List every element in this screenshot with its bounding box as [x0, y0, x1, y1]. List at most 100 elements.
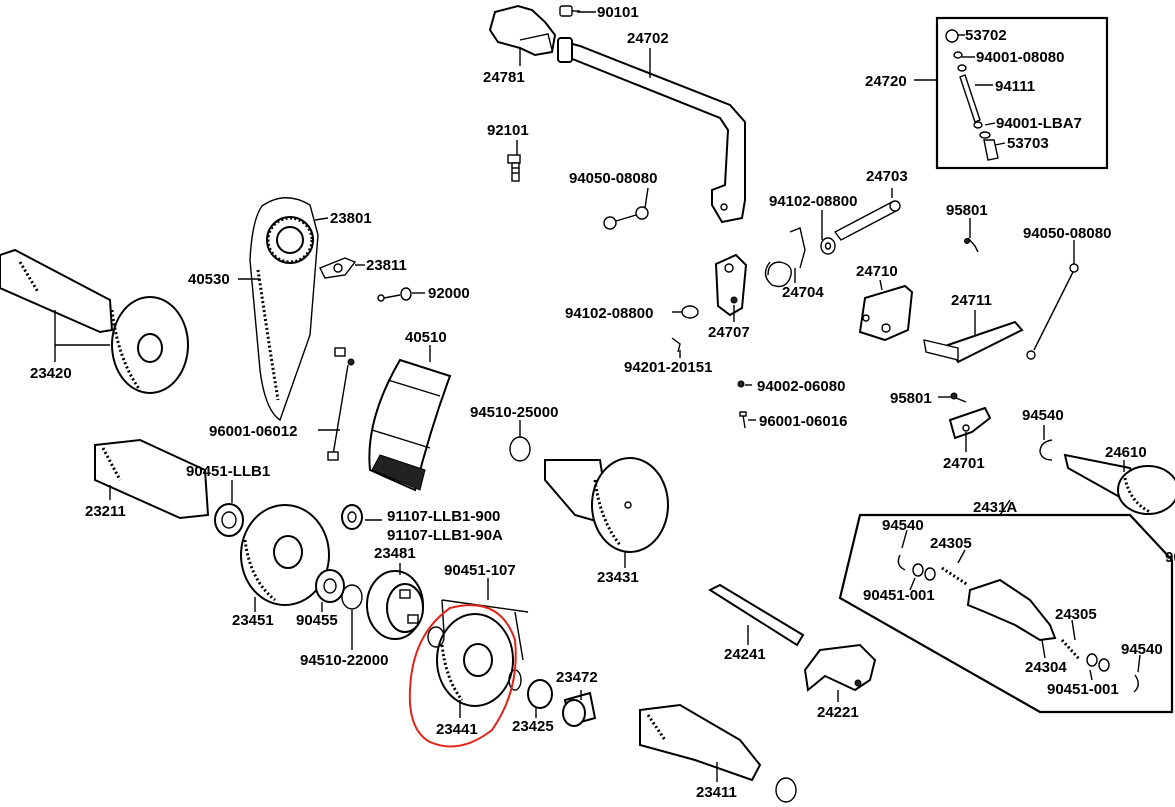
bushing-23472 [562, 691, 597, 727]
bushing-91107 [341, 504, 363, 530]
shaft-24610 [1063, 453, 1175, 515]
label-23472: 23472 [556, 669, 598, 686]
label-53703: 53703 [1007, 135, 1049, 152]
label-23431: 23431 [597, 569, 639, 586]
bolt-96001-right [739, 411, 747, 429]
hub-23481 [366, 570, 424, 640]
label-23425: 23425 [512, 718, 554, 735]
gear-23441 [427, 599, 529, 707]
label-92101: 92101 [487, 122, 529, 139]
bolt-95801-top [964, 237, 979, 253]
bolt-92000 [377, 287, 412, 302]
gear-23451 [240, 504, 330, 606]
part-labels: 90101 24702 24781 92101 94050-08080 2470… [30, 4, 1175, 801]
label-24781: 24781 [483, 69, 525, 86]
label-94510-25000: 94510-25000 [470, 404, 558, 421]
label-24701: 24701 [943, 455, 985, 472]
gear-shaft-23431 [544, 457, 669, 553]
shaft-23420 [0, 248, 189, 394]
label-24304: 24304 [1025, 659, 1067, 676]
circlip-bottom [775, 777, 797, 803]
label-23211: 23211 [85, 503, 126, 520]
bracket-24710 [858, 284, 914, 342]
label-24704: 24704 [782, 284, 824, 301]
label-94540-box-left: 94540 [882, 517, 924, 534]
label-92000: 92000 [428, 285, 470, 302]
label-24711: 24711 [951, 292, 992, 309]
sprocket-23801 [266, 216, 314, 264]
label-94050-08080-left: 94050-08080 [569, 170, 657, 187]
label-90-cut: 90 [1165, 549, 1175, 566]
label-90455: 90455 [296, 612, 338, 629]
highlight-circle [408, 604, 517, 748]
label-90101: 90101 [597, 4, 639, 21]
label-53702: 53702 [965, 27, 1007, 44]
label-24707: 24707 [708, 324, 750, 341]
label-94102-08800-upper: 94102-08800 [769, 193, 857, 210]
label-94001-lba7: 94001-LBA7 [996, 115, 1082, 132]
circlip-94540-right [1039, 439, 1053, 461]
label-23411: 23411 [696, 784, 737, 801]
washer-94102-lower [681, 305, 699, 319]
kick-arm-24702 [557, 37, 746, 224]
assembly-box-24720 [935, 16, 1109, 170]
label-94002-06080: 94002-06080 [757, 378, 845, 395]
nut-94002 [737, 380, 745, 388]
shaft-23411 [639, 703, 762, 782]
bolt-92101 [507, 154, 521, 182]
label-95801-top: 95801 [946, 202, 988, 219]
circlip-94510-22000 [341, 584, 363, 610]
label-94510-22000: 94510-22000 [300, 652, 388, 669]
label-23441: 23441 [436, 721, 478, 738]
label-91107-llb1-90a: 91107-LLB1-90A [387, 527, 503, 544]
cotter-pin-94201 [671, 337, 681, 353]
label-96001-06012: 96001-06012 [209, 423, 297, 440]
bolt-95801-bottom [950, 392, 967, 403]
bushing-23425 [527, 679, 553, 709]
label-40510: 40510 [405, 329, 447, 346]
label-94102-08800-lower: 94102-08800 [565, 305, 653, 322]
bolt-96001-left [327, 347, 355, 461]
rod-94050-right [1026, 263, 1079, 360]
label-90451-107: 90451-107 [444, 562, 516, 579]
kick-lever-pedal [488, 4, 557, 57]
assembly-box-2431A [838, 513, 1174, 714]
leader-lines [54, 11, 1141, 782]
lever-24711 [923, 320, 1024, 364]
label-94540-right: 94540 [1022, 407, 1064, 424]
label-24720: 24720 [865, 73, 907, 90]
label-24702: 24702 [627, 30, 669, 47]
spring-24704 [764, 227, 806, 288]
pin-24703 [833, 200, 901, 241]
label-90451-001-right: 90451-001 [1047, 681, 1119, 698]
shaft-23211 [94, 438, 210, 520]
label-94001-08080: 94001-08080 [976, 49, 1064, 66]
label-23420: 23420 [30, 365, 72, 382]
chain-40530 [249, 197, 319, 422]
washer-94102-upper [820, 237, 836, 255]
label-40530: 40530 [188, 271, 230, 288]
washer-90451-llb1 [214, 503, 244, 537]
washer-90455 [315, 569, 345, 603]
pin-bolt-90101 [559, 5, 580, 17]
label-24610: 24610 [1105, 444, 1147, 461]
label-23451: 23451 [232, 612, 274, 629]
shaft-24241 [707, 583, 805, 647]
label-94050-08080-right: 94050-08080 [1023, 225, 1111, 242]
label-94540-box-right: 94540 [1121, 641, 1163, 658]
label-24710: 24710 [856, 263, 898, 280]
lever-24707 [714, 253, 748, 317]
label-24703: 24703 [866, 168, 908, 185]
nut-94050-left [603, 206, 649, 230]
label-24305-right: 24305 [1055, 606, 1097, 623]
label-94201-20151: 94201-20151 [624, 359, 712, 376]
label-24241: 24241 [724, 646, 766, 663]
label-23801: 23801 [330, 210, 372, 227]
label-23811: 23811 [366, 257, 407, 274]
label-94111: 94111 [995, 78, 1035, 95]
chain-guide-40510 [368, 358, 452, 492]
label-90451-001-left: 90451-001 [863, 587, 935, 604]
label-96001-06016: 96001-06016 [759, 413, 847, 430]
label-95801-bottom: 95801 [890, 390, 932, 407]
